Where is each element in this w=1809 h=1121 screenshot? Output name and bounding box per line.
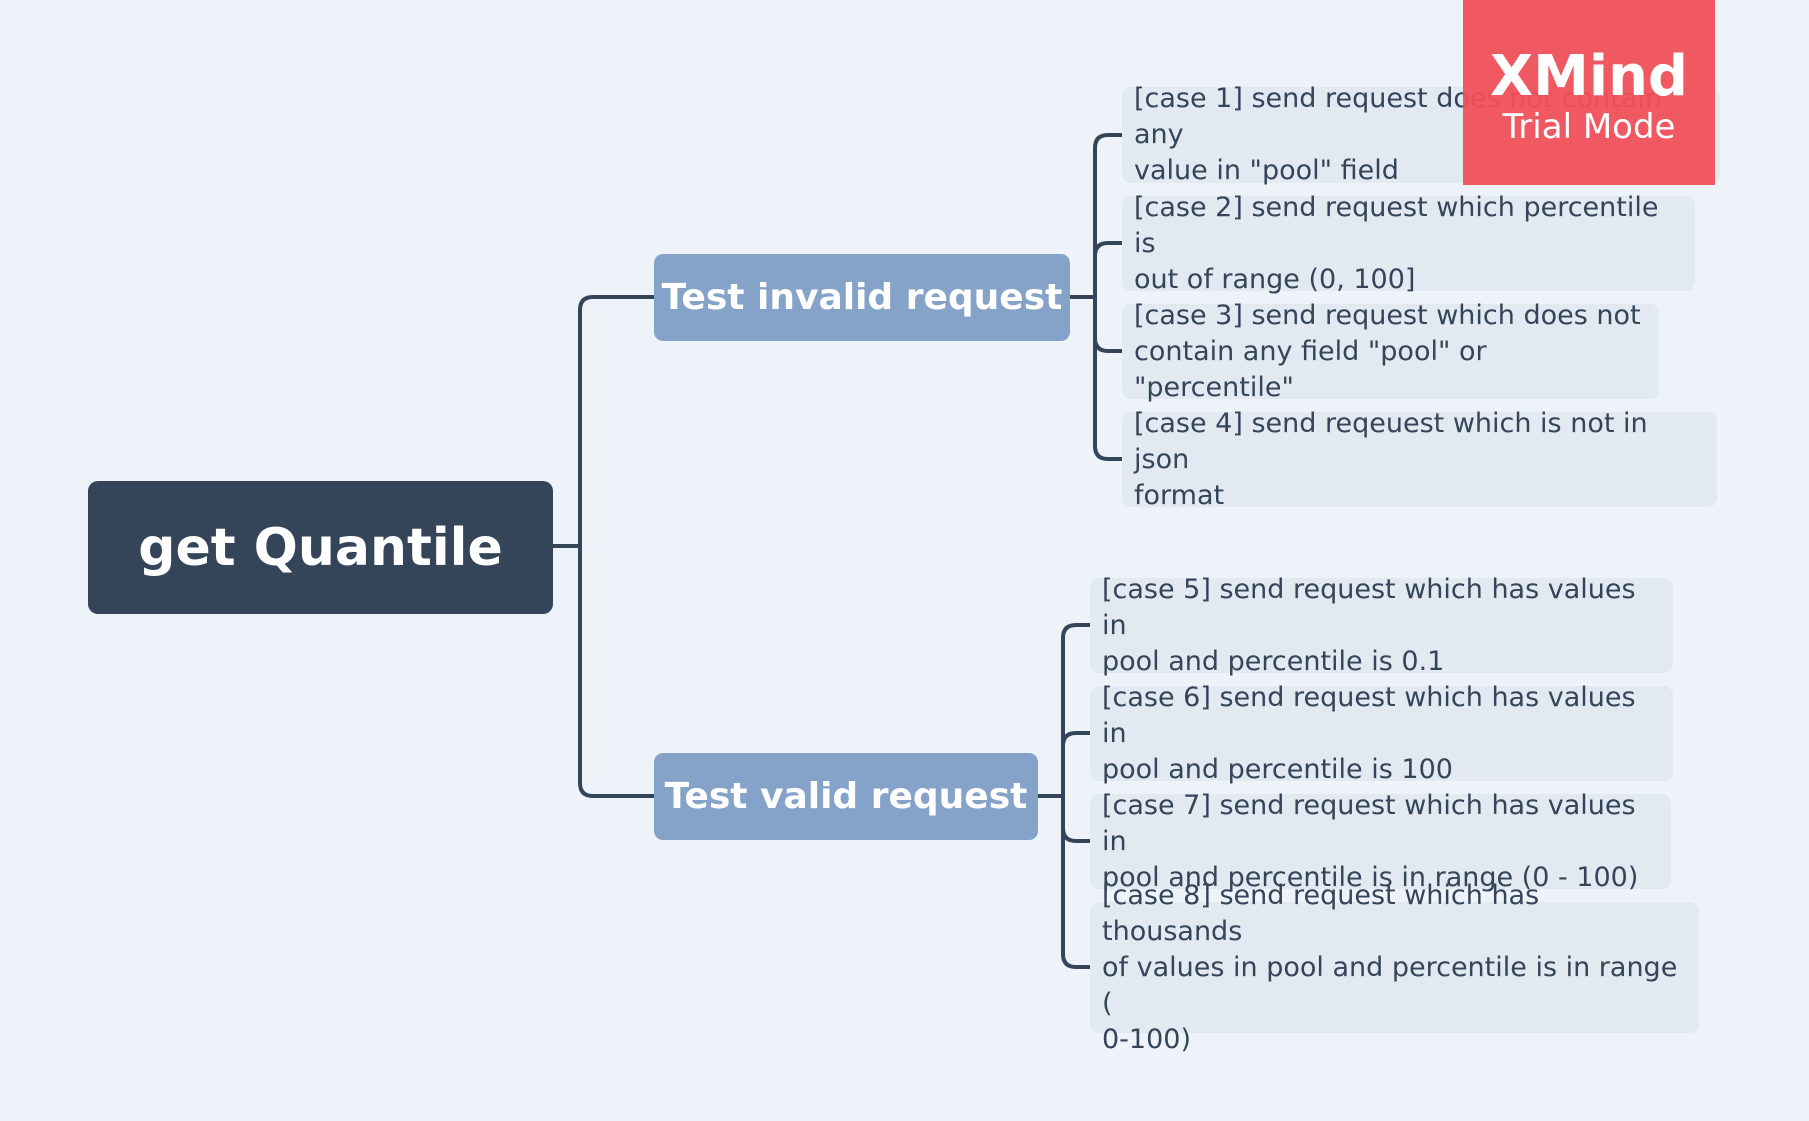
case-5-line-1: [case 5] send request which has values i… [1102, 573, 1636, 641]
case-7-topic[interactable]: [case 7] send request which has values i… [1090, 790, 1671, 893]
connector-to-case-6 [1061, 731, 1092, 748]
case-2-topic[interactable]: [case 2] send request which percentile i… [1122, 192, 1695, 295]
case-8-line-2: of values in pool and percentile is in r… [1102, 951, 1678, 1019]
root-topic[interactable]: get Quantile [88, 481, 553, 614]
case-7-line-1: [case 7] send request which has values i… [1102, 789, 1636, 857]
connector-to-case-4 [1093, 336, 1124, 461]
connector-to-case-7 [1061, 794, 1092, 843]
case-6-line-1: [case 6] send request which has values i… [1102, 681, 1636, 749]
branch-label: Test valid request [664, 776, 1028, 817]
connector-to-case-8 [1061, 826, 1092, 969]
branch-test-valid-request[interactable]: Test valid request [654, 753, 1038, 840]
case-6-line-2: pool and percentile is 100 [1102, 753, 1453, 785]
case-4-line-1: [case 4] send reqeuest which is not in j… [1134, 407, 1648, 475]
connector-to-case-2 [1093, 241, 1124, 258]
case-1-line-2: value in "pool" field [1134, 155, 1399, 186]
case-4-topic[interactable]: [case 4] send reqeuest which is not in j… [1122, 408, 1717, 511]
case-5-topic[interactable]: [case 5] send request which has values i… [1090, 574, 1673, 677]
root-topic-label: get Quantile [138, 517, 503, 578]
watermark-subtitle: Trial Mode [1502, 106, 1676, 147]
connector-root-to-invalid [578, 295, 656, 548]
connector-to-case-1 [1093, 133, 1124, 299]
watermark-title: XMind [1489, 43, 1689, 109]
case-2-line-1: [case 2] send request which percentile i… [1134, 191, 1659, 259]
connector-to-case-3 [1093, 295, 1124, 353]
case-4-line-2: format [1134, 479, 1225, 511]
branch-test-invalid-request[interactable]: Test invalid request [654, 254, 1070, 341]
case-5-line-2: pool and percentile is 0.1 [1102, 645, 1445, 677]
case-6-topic[interactable]: [case 6] send request which has values i… [1090, 682, 1673, 785]
trial-watermark: XMind Trial Mode [1463, 0, 1715, 185]
connector-root-to-valid [578, 544, 656, 798]
case-3-line-1: [case 3] send request which does not [1134, 299, 1641, 331]
connector-to-case-5 [1061, 623, 1092, 798]
case-2-line-2: out of range (0, 100] [1134, 263, 1416, 295]
case-8-line-1: [case 8] send request which has thousand… [1102, 879, 1540, 947]
branch-label: Test invalid request [661, 277, 1063, 318]
case-3-line-2: contain any field "pool" or "percentile" [1134, 335, 1487, 403]
case-8-topic[interactable]: [case 8] send request which has thousand… [1090, 880, 1699, 1055]
case-3-topic[interactable]: [case 3] send request which does not con… [1122, 300, 1659, 403]
case-7-line-2: pool and percentile is in range (0 - 100… [1102, 861, 1639, 893]
case-8-line-3: 0-100) [1102, 1023, 1191, 1055]
